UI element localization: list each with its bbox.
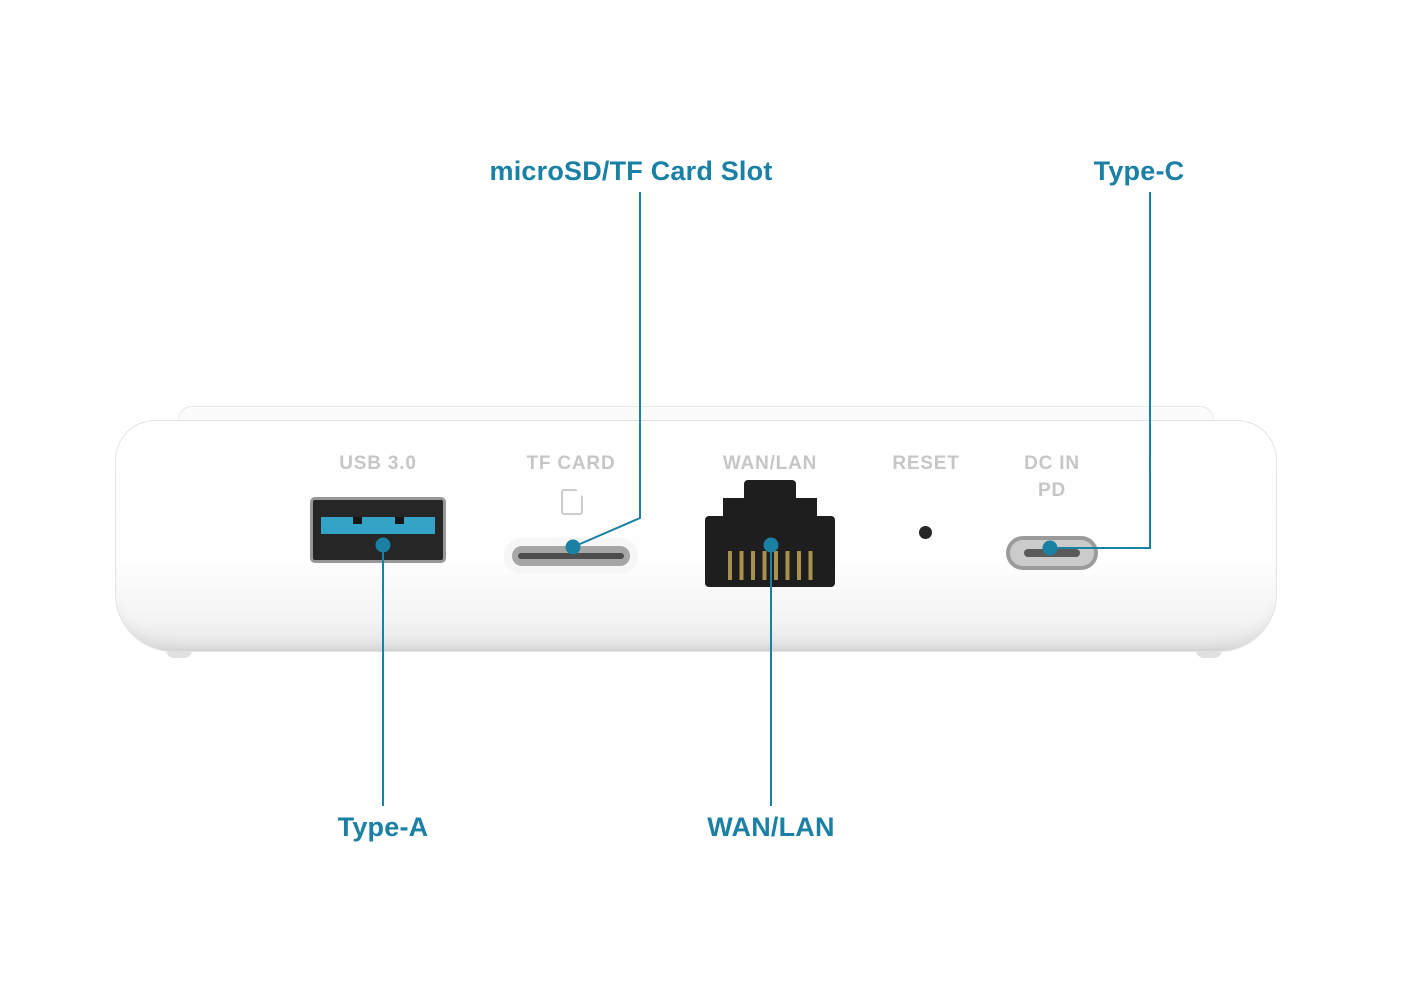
callout-label-wan-lan: WAN/LAN: [707, 812, 835, 842]
usb-a-notch: [395, 517, 404, 524]
rj45-clip-tab: [744, 480, 796, 502]
tf-card-slot: [512, 546, 630, 566]
reset-port-label: RESET: [892, 453, 960, 474]
reset-pinhole: [919, 526, 932, 539]
callout-label-type-a: Type-A: [337, 812, 429, 842]
usb-a-blue-tongue: [321, 517, 435, 534]
callout-label-microsd: microSD/TF Card Slot: [489, 156, 773, 186]
callout-label-type-c: Type-C: [1093, 156, 1185, 186]
usb-a-notch: [353, 517, 362, 524]
wan-lan-port-label: WAN/LAN: [722, 453, 818, 474]
usb-type-c-port: [1006, 536, 1098, 570]
dc-in-label-line2: PD: [1038, 480, 1066, 501]
rj45-clip-step: [723, 498, 817, 520]
tf-card-slot-opening: [518, 553, 624, 559]
dc-in-pd-port-label: DC IN PD: [1002, 450, 1102, 504]
usb-type-a-port: [310, 497, 446, 563]
usb3-port-label: USB 3.0: [339, 453, 417, 474]
dc-in-label-line1: DC IN: [1024, 453, 1080, 474]
tf-card-port-label: TF CARD: [526, 453, 616, 474]
device-rear-panel: [115, 420, 1277, 652]
usb-c-inner-slot: [1024, 549, 1080, 557]
rj45-gold-pins: [728, 551, 813, 580]
